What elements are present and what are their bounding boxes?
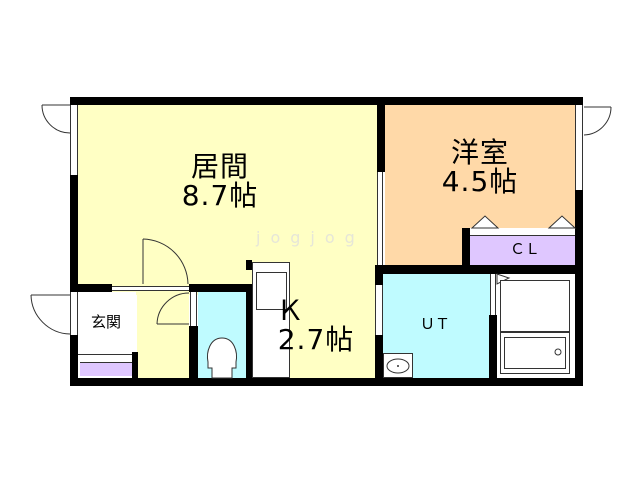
watermark: jogjog	[256, 228, 365, 247]
wall-right-lower	[575, 190, 583, 386]
kitchen-name: Ｋ	[276, 294, 306, 327]
closet-shelf	[470, 228, 575, 236]
wall-toilet-right	[246, 284, 252, 384]
wall-bottom	[70, 378, 583, 386]
wall-closet-left	[462, 228, 470, 268]
wall-left-upper	[70, 175, 78, 295]
closet-door-marker-right	[547, 215, 577, 229]
wall-middle-vertical-ut	[375, 335, 383, 386]
western-room-name: 洋室	[450, 136, 509, 169]
hall-door-opening	[112, 286, 189, 291]
door-swing-right-upper	[583, 106, 612, 136]
wall-kitchen-stub	[246, 260, 252, 270]
kitchen-size: 2.7帖	[277, 323, 355, 357]
entrance	[78, 292, 136, 354]
window-middle	[377, 172, 383, 265]
entrance-label: 玄関	[90, 313, 121, 331]
kitchen-label: Ｋ 2.7帖	[266, 296, 366, 355]
door-swing-left-upper	[41, 104, 71, 134]
closet-door-marker-left	[470, 215, 500, 229]
living-room-label: 居間 8.7帖	[170, 152, 270, 211]
wall-toilet-left	[189, 326, 198, 386]
bathtub-drain-icon	[554, 348, 562, 356]
window-right-upper	[575, 105, 583, 190]
bathtub-inner	[504, 337, 566, 369]
wall-middle-vertical-upper	[377, 97, 385, 172]
utility-label: ＵＴ	[419, 315, 450, 333]
living-room-name: 居間	[190, 150, 249, 183]
bath-door-opening	[490, 274, 496, 315]
toilet-door-swing	[156, 292, 190, 325]
bath-washing-area	[500, 280, 570, 332]
living-room-size: 8.7帖	[181, 179, 259, 213]
wall-hall-top-right	[189, 284, 253, 292]
wall-middle-vertical-lower	[375, 265, 383, 285]
washbasin-bowl-icon	[386, 358, 410, 374]
wall-western-bottom	[377, 265, 583, 274]
closet-label: ＣＬ	[509, 240, 540, 258]
shoe-storage-fill	[80, 362, 132, 376]
wall-entrance-top-left	[70, 284, 112, 292]
kitchen-sink	[256, 272, 287, 310]
living-door-swing	[142, 238, 189, 285]
wall-ut-bath	[489, 315, 497, 385]
wall-shoe-right	[132, 352, 138, 382]
western-room-size: 4.5帖	[441, 165, 519, 199]
closet	[470, 236, 575, 266]
toilet-icon	[207, 337, 237, 379]
entrance-door-swing	[30, 294, 71, 335]
toilet-door-opening	[190, 292, 197, 326]
wall-top	[70, 97, 583, 105]
western-room-label: 洋室 4.5帖	[425, 138, 535, 197]
window-left-upper	[70, 105, 78, 175]
window-ut-left	[375, 285, 383, 335]
wall-left-lower	[70, 335, 78, 386]
entrance-door-opening	[70, 292, 78, 335]
